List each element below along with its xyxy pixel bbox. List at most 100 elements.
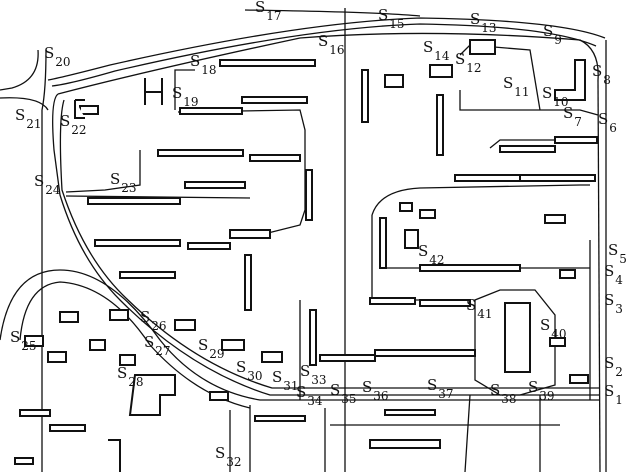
- building: [319, 354, 376, 362]
- building: [519, 174, 596, 182]
- building: [219, 59, 316, 67]
- station-label-s40: S40: [540, 316, 567, 341]
- building: [209, 391, 229, 401]
- station-label-s5: S5: [608, 241, 627, 266]
- station-label-s9: S9: [543, 22, 562, 47]
- building: [144, 78, 163, 105]
- station-label-s27: S27: [144, 333, 171, 358]
- station-label-s33: S33: [300, 362, 327, 387]
- building: [504, 302, 531, 373]
- building: [87, 197, 181, 205]
- station-label-s25: S25: [10, 328, 37, 353]
- building: [174, 319, 196, 331]
- station-label-s32: S32: [215, 444, 242, 469]
- building: [244, 254, 252, 311]
- station-label-s8: S8: [592, 62, 611, 87]
- station-label-s29: S29: [198, 336, 225, 361]
- building: [379, 217, 387, 269]
- building: [419, 299, 471, 307]
- building: [261, 351, 283, 363]
- station-label-s2: S2: [604, 354, 623, 379]
- building: [384, 74, 404, 88]
- station-label-s15: S15: [378, 6, 405, 31]
- building: [361, 69, 369, 123]
- station-label-s16: S16: [318, 32, 345, 57]
- building: [229, 229, 271, 239]
- station-label-s38: S38: [490, 381, 517, 406]
- station-label-s4: S4: [604, 262, 623, 287]
- station-label-s1: S1: [604, 382, 623, 407]
- building: [554, 136, 598, 144]
- building: [179, 107, 243, 115]
- building: [569, 374, 589, 384]
- building: [454, 174, 526, 182]
- buildings: [14, 39, 598, 472]
- building: [254, 415, 306, 422]
- building: [19, 409, 51, 417]
- station-label-s18: S18: [190, 52, 217, 77]
- station-label-s30: S30: [236, 358, 263, 383]
- station-label-s28: S28: [117, 364, 144, 389]
- station-label-s19: S19: [172, 84, 199, 109]
- building: [544, 214, 566, 224]
- building: [187, 242, 231, 250]
- building: [384, 409, 436, 416]
- building: [305, 169, 313, 221]
- building: [14, 457, 34, 465]
- building: [119, 354, 136, 366]
- station-label-s37: S37: [427, 376, 454, 401]
- building: [49, 424, 86, 432]
- station-label-s13: S13: [470, 10, 497, 35]
- building: [59, 311, 79, 323]
- building: [221, 339, 245, 351]
- station-label-s34: S34: [296, 383, 323, 408]
- station-label-s11: S11: [503, 74, 530, 99]
- building: [436, 94, 444, 156]
- station-labels: S1S2S3S4S5S6S7S8S9S10S11S12S13S14S15S16S…: [10, 0, 627, 469]
- building: [554, 59, 586, 101]
- building: [89, 339, 106, 351]
- building: [241, 96, 308, 104]
- building: [119, 271, 176, 279]
- building: [549, 337, 566, 347]
- station-label-s35: S35: [330, 381, 357, 406]
- station-label-s20: S20: [44, 44, 71, 69]
- building: [369, 297, 416, 305]
- station-label-s24: S24: [34, 172, 61, 197]
- station-label-s22: S22: [60, 112, 87, 137]
- building: [94, 239, 181, 247]
- station-label-s31: S31: [272, 368, 299, 393]
- building: [74, 99, 85, 119]
- building: [499, 145, 556, 153]
- station-label-s21: S21: [15, 106, 42, 131]
- building: [374, 349, 476, 357]
- building: [184, 181, 246, 189]
- building: [157, 149, 244, 157]
- building: [109, 309, 129, 321]
- building: [429, 64, 453, 78]
- station-label-s7: S7: [563, 104, 582, 129]
- station-label-s10: S10: [542, 84, 569, 109]
- building: [79, 105, 99, 115]
- station-label-s41: S41: [466, 296, 493, 321]
- building: [419, 264, 521, 272]
- building: [469, 39, 496, 55]
- building: [309, 309, 317, 366]
- building: [399, 202, 413, 212]
- building: [108, 439, 121, 472]
- station-label-s6: S6: [598, 110, 617, 135]
- station-label-s12: S12: [455, 50, 482, 75]
- building: [369, 439, 441, 449]
- station-label-s36: S36: [362, 378, 389, 403]
- station-label-s42: S42: [418, 242, 445, 267]
- station-label-s23: S23: [110, 170, 137, 195]
- building: [419, 209, 436, 219]
- building: [128, 374, 176, 416]
- station-label-s17: S17: [255, 0, 282, 23]
- station-label-s26: S26: [140, 308, 167, 333]
- station-label-s39: S39: [528, 378, 555, 403]
- building: [249, 154, 301, 162]
- station-label-s3: S3: [604, 291, 623, 316]
